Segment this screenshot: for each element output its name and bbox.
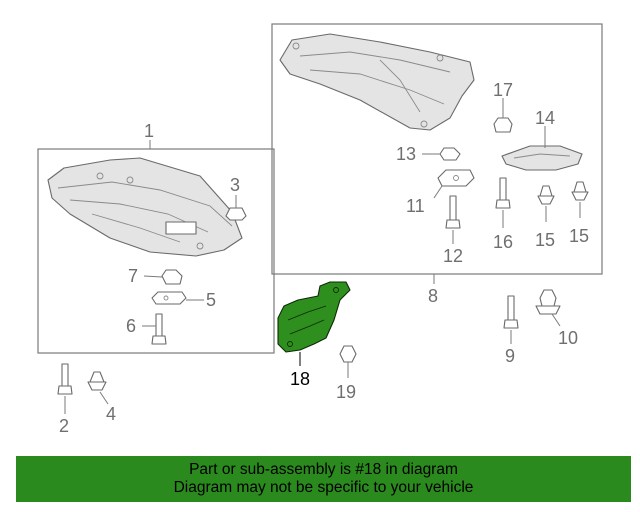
part-6-bolt[interactable]	[142, 313, 167, 345]
part-15-push-clip-a[interactable]	[537, 185, 555, 222]
callout-8[interactable]: 8	[428, 286, 438, 306]
banner-line-1: Part or sub-assembly is #18 in diagram	[189, 461, 458, 478]
callout-3[interactable]: 3	[230, 175, 240, 195]
callout-7[interactable]: 7	[128, 266, 138, 286]
part-5-bracket[interactable]	[151, 291, 204, 305]
callout-6[interactable]: 6	[126, 316, 136, 336]
callout-15b[interactable]: 15	[569, 226, 589, 246]
part-10-fastener[interactable]	[535, 289, 561, 327]
callout-10[interactable]: 10	[558, 328, 578, 348]
callout-14[interactable]: 14	[535, 108, 555, 128]
part-7-clip[interactable]	[143, 269, 183, 285]
callout-15a[interactable]: 15	[535, 230, 555, 250]
part-19-clip[interactable]	[339, 345, 357, 378]
part-13-clip[interactable]	[422, 147, 461, 161]
callout-5[interactable]: 5	[206, 290, 216, 310]
callout-16[interactable]: 16	[493, 232, 513, 252]
callout-17[interactable]: 17	[493, 80, 513, 100]
part-2-bolt[interactable]	[57, 363, 73, 414]
part-3-clip[interactable]	[225, 195, 247, 221]
part-1-under-cover[interactable]	[47, 157, 243, 257]
banner-line-2: Diagram may not be specific to your vehi…	[173, 478, 474, 496]
callout-1[interactable]: 1	[144, 121, 154, 141]
callout-2[interactable]: 2	[59, 416, 69, 436]
part-18-bracket[interactable]	[277, 281, 351, 366]
group-box-8	[271, 23, 603, 275]
callout-4[interactable]: 4	[106, 404, 116, 424]
callout-13[interactable]: 13	[396, 144, 416, 164]
callout-11[interactable]: 11	[406, 196, 425, 216]
part-14-small-cover[interactable]	[501, 126, 583, 171]
callout-18[interactable]: 18	[290, 369, 310, 389]
callout-19[interactable]: 19	[336, 382, 356, 402]
part-15-push-clip-b[interactable]	[571, 181, 589, 218]
part-12-bolt[interactable]	[445, 195, 461, 244]
banner-text: Part or sub-assembly is #18 in diagram D…	[16, 461, 631, 496]
callout-9[interactable]: 9	[505, 346, 515, 366]
part-9-bolt[interactable]	[503, 295, 519, 344]
part-17-clip[interactable]	[493, 98, 513, 133]
part-4-push-clip[interactable]	[87, 371, 109, 405]
part-11-bracket[interactable]	[433, 169, 475, 199]
part-8-under-cover[interactable]	[279, 33, 475, 131]
part-16-bolt[interactable]	[495, 177, 511, 228]
group-box-1	[37, 148, 275, 354]
info-banner: Part or sub-assembly is #18 in diagram D…	[16, 456, 631, 502]
callout-12[interactable]: 12	[443, 246, 463, 266]
